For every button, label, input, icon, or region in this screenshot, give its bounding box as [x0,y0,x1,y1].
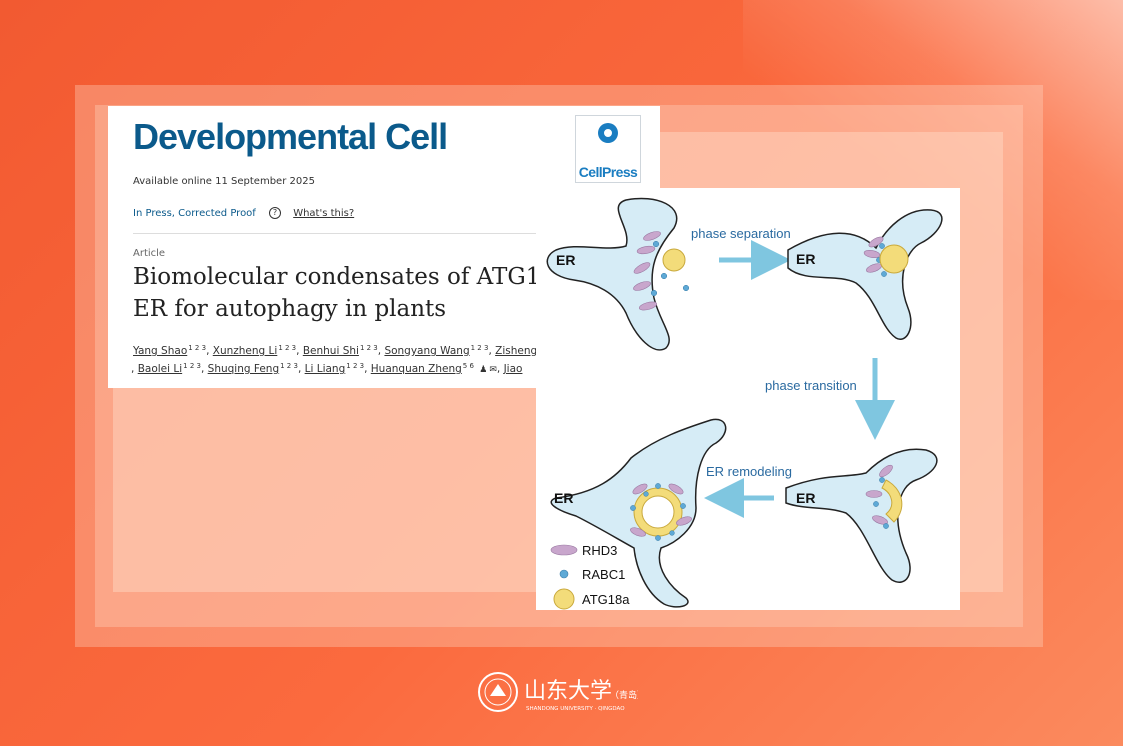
university-logo: 山东大学 （青岛） SHANDONG UNIVERSITY · QINGDAO [478,670,646,718]
status-link[interactable]: In Press, Corrected Proof [133,208,256,219]
rabc1-legend-swatch [559,569,569,579]
atg18a-legend-swatch [553,588,575,610]
er-label: ER [796,490,815,506]
authors-row-2: , Baolei Li1 2 3, Shuqing Feng1 2 3, Li … [131,362,523,375]
university-name-cn: 山东大学 [524,679,612,704]
author-link[interactable]: Yang Shao [133,345,188,357]
legend-label: RHD3 [582,543,617,558]
mail-icon[interactable]: ✉ [489,365,497,375]
author-link[interactable]: Baolei Li [137,363,183,375]
journal-title[interactable]: Developmental Cell [133,116,448,157]
graphical-abstract: ER phase separation ER [536,188,960,610]
article-title: Biomolecular condensates of ATG18 ER for… [133,261,555,325]
er-label: ER [554,490,573,506]
whats-this-link[interactable]: What's this? [293,208,355,219]
cellpress-mark-icon [598,123,618,143]
er-cell-panel-3: ER [785,448,938,583]
er-label: ER [796,251,815,267]
author-link[interactable]: Zisheng [495,345,538,357]
author-link[interactable]: Li Liang [304,363,346,375]
author-link[interactable]: Huanquan Zheng [370,363,462,375]
author-link[interactable]: Benhui Shi [302,345,359,357]
author-link[interactable]: Jiao [503,363,523,375]
legend-label: RABC1 [582,567,625,582]
university-name-en: SHANDONG UNIVERSITY · QINGDAO [526,706,625,712]
step-label: ER remodeling [706,464,792,479]
university-seal-icon [478,672,518,712]
available-online-date: Available online 11 September 2025 [133,176,315,187]
step-label: phase separation [691,226,791,241]
er-cell-panel-1: ER [546,197,690,351]
step-label: phase transition [765,378,857,393]
article-title-line-1: Biomolecular condensates of ATG18 [133,264,555,290]
authors-row-1: Yang Shao1 2 3, Xunzheng Li1 2 3, Benhui… [133,344,538,357]
person-icon[interactable]: ♟ [479,365,488,375]
article-type: Article [133,248,166,259]
status-row: In Press, Corrected Proof ? What's this? [133,207,354,219]
cellpress-logo[interactable]: CellPress [575,115,641,183]
rhd3-legend-swatch [550,544,578,556]
legend-label: ATG18a [582,592,630,607]
article-title-line-2: ER for autophagy in plants [133,296,447,322]
er-label: ER [556,252,575,268]
question-circle-icon[interactable]: ? [269,207,282,219]
legend: RHD3 RABC1 ATG18a [550,543,630,610]
cellpress-wordmark: CellPress [578,164,638,180]
author-link[interactable]: Shuqing Feng [207,363,280,375]
divider [133,233,653,234]
author-link[interactable]: Xunzheng Li [212,345,278,357]
campus-name-cn: （青岛） [610,689,638,701]
author-link[interactable]: Songyang Wang [384,345,470,357]
er-cell-panel-4: ER [550,418,727,608]
er-cell-panel-2: ER [787,209,943,340]
